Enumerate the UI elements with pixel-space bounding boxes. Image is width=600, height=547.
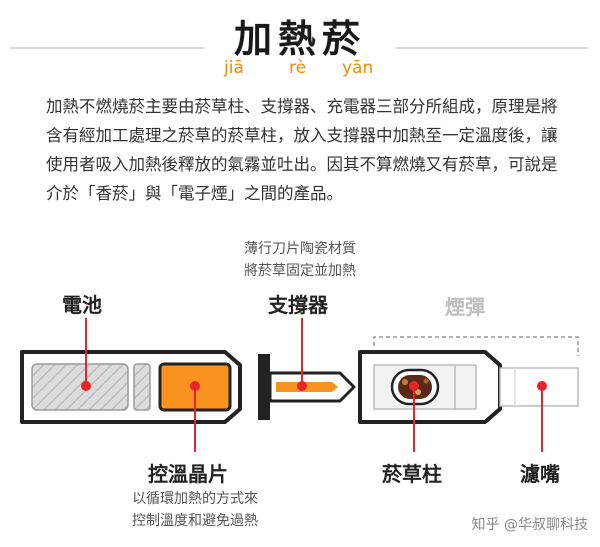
label-filter: 濾嘴 [520, 462, 560, 486]
page-title: 加熱菸 [233, 17, 366, 61]
blade-note-line-1: 薄行刀片陶瓷材質 [244, 241, 356, 257]
label-cartridge: 煙彈 [445, 295, 485, 319]
pinyin-yan: yān [342, 58, 374, 78]
marker-filter [537, 381, 547, 391]
pinyin-re: rè [289, 58, 307, 78]
blade-note: 薄行刀片陶瓷材質 將菸草固定並加熱 [215, 238, 385, 282]
title-rule-right [395, 47, 588, 49]
label-holder: 支撐器 [268, 293, 328, 317]
blade-note-line-2: 將菸草固定並加熱 [244, 263, 356, 279]
chip-note-line-1: 以循環加熱的方式來 [132, 491, 258, 507]
cartridge [358, 350, 579, 424]
title-rule-left [10, 47, 205, 49]
marker-tobacco [409, 381, 419, 391]
pinyin-jia: jiā [224, 58, 244, 78]
battery-cell [31, 363, 129, 411]
marker-chip [190, 381, 200, 391]
battery-cell-small [133, 363, 151, 411]
heating-blade [276, 382, 338, 392]
chip-note-line-2: 控制溫度和避免過熱 [132, 513, 258, 529]
chip-note: 以循環加熱的方式來 控制溫度和避免過熱 [100, 488, 290, 532]
charger-body [20, 350, 242, 424]
label-tobacco: 菸草柱 [382, 462, 442, 486]
label-chip: 控溫晶片 [148, 462, 228, 486]
watermark: 知乎 @华叔聊科技 [471, 517, 588, 533]
label-battery: 電池 [62, 293, 102, 317]
marker-battery [81, 381, 91, 391]
marker-holder [297, 381, 307, 391]
holder [258, 354, 356, 420]
intro-paragraph: 加熱不燃燒菸主要由菸草柱、支撐器、充電器三部分所組成，原理是將含有經加工處理之菸… [46, 97, 558, 203]
